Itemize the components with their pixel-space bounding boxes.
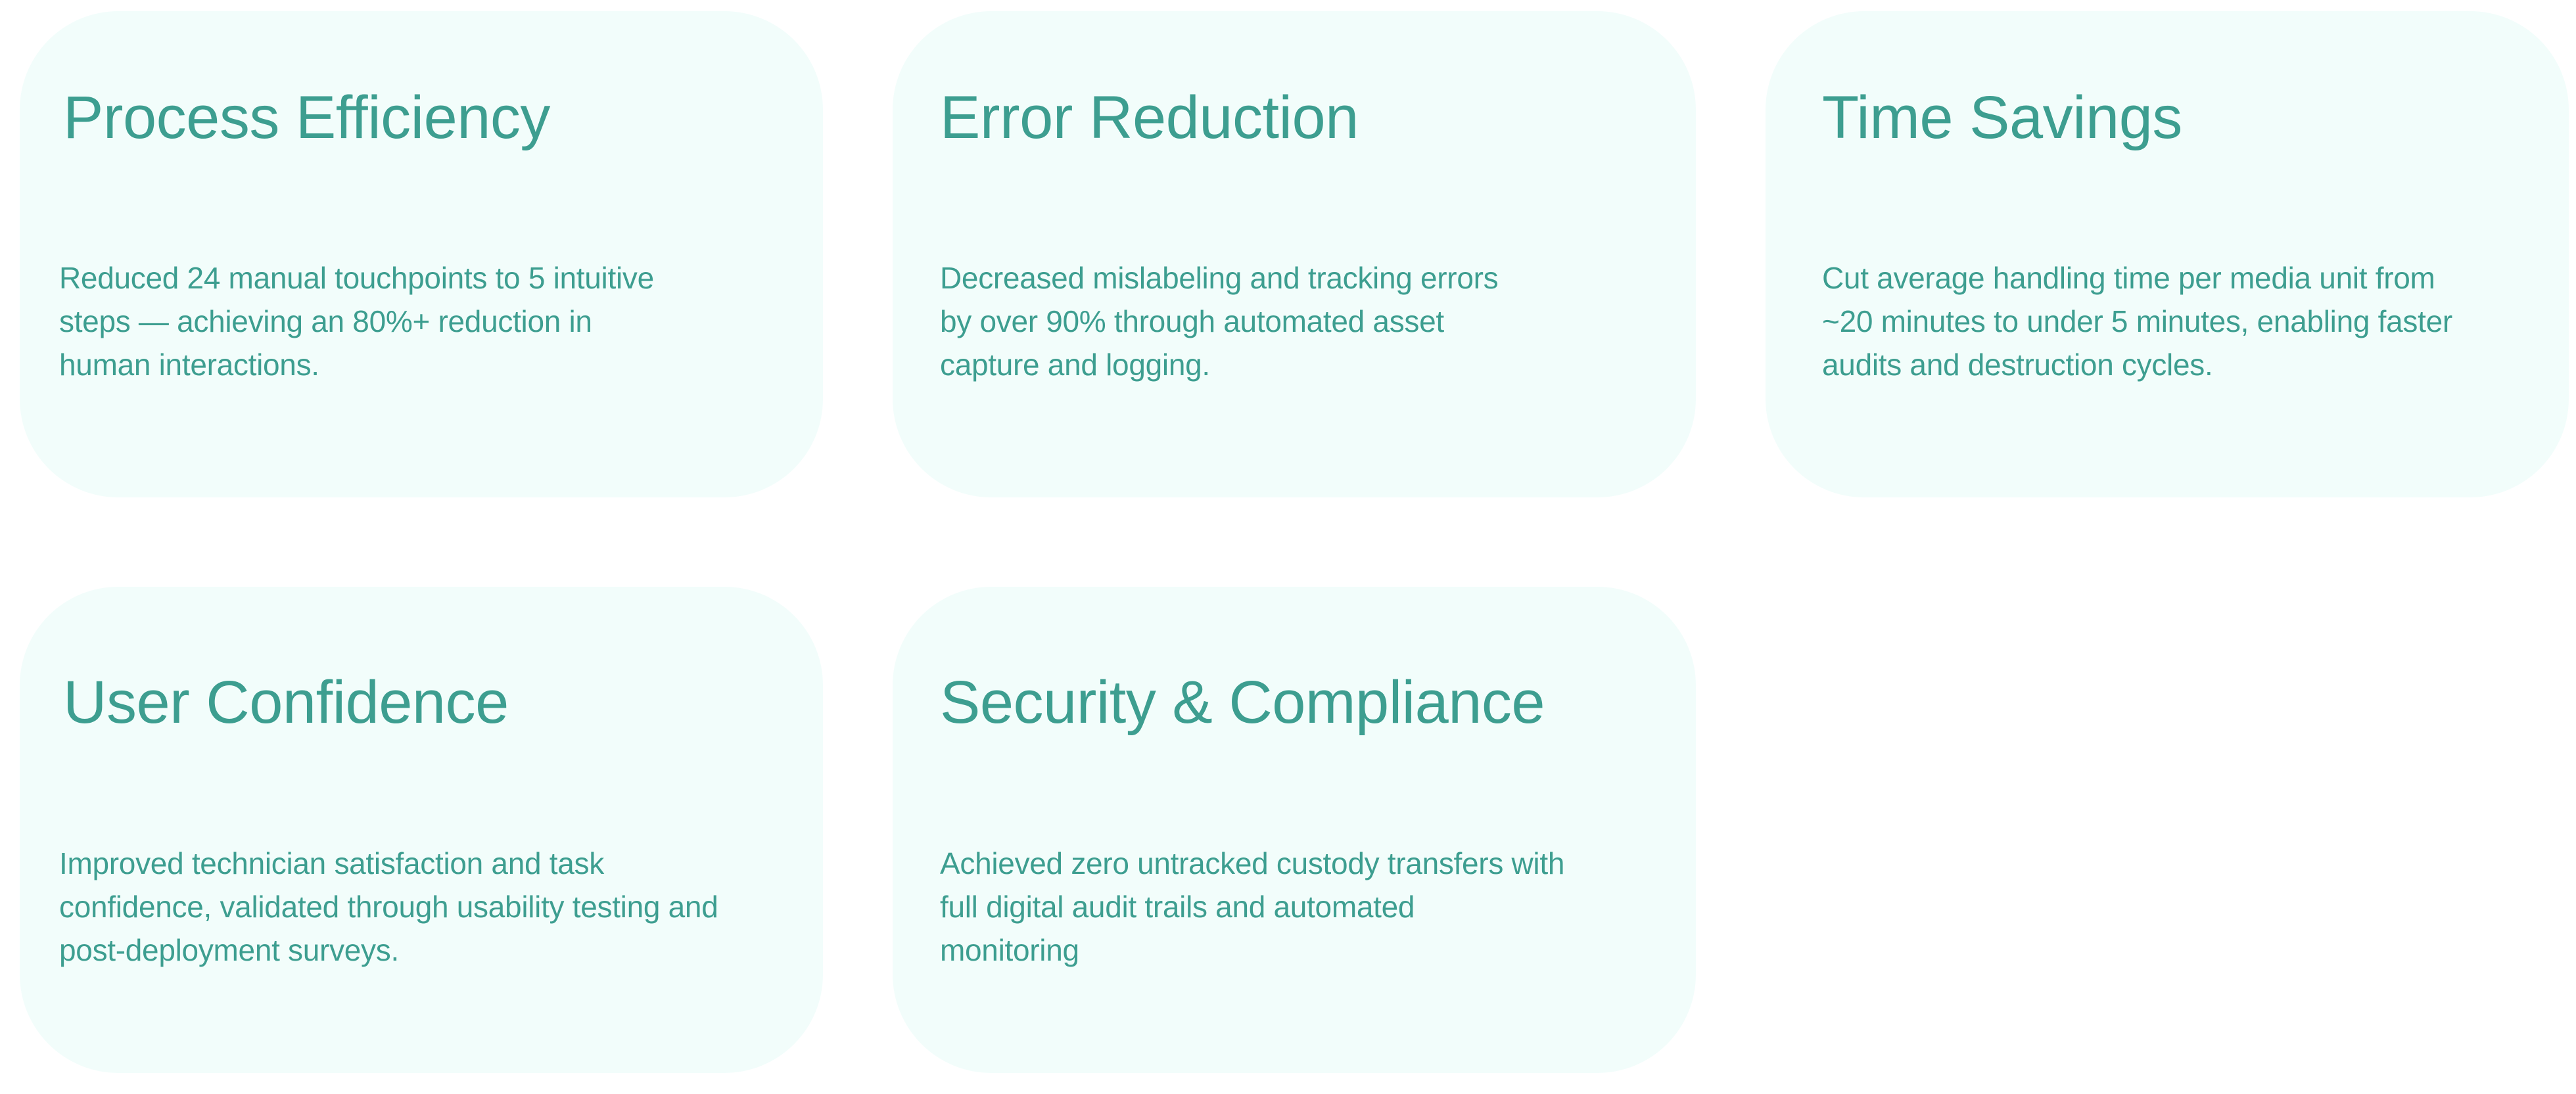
metric-card-process-efficiency: Process Efficiency Reduced 24 manual tou… <box>20 11 823 497</box>
card-description: Decreased mislabeling and tracking error… <box>940 256 1670 386</box>
card-description-line: Cut average handling time per media unit… <box>1822 261 2435 295</box>
card-description: Improved technician satisfaction and tas… <box>59 842 789 972</box>
card-title: Time Savings <box>1822 84 2182 151</box>
card-description-line: Improved technician satisfaction and tas… <box>59 846 604 880</box>
card-description-line: Decreased mislabeling and tracking error… <box>940 261 1499 295</box>
card-description-line: confidence, validated through usability … <box>59 890 718 924</box>
card-title: Security & Compliance <box>940 669 1545 736</box>
card-description-line: Reduced 24 manual touchpoints to 5 intui… <box>59 261 654 295</box>
card-title: User Confidence <box>63 669 509 736</box>
metric-card-error-reduction: Error Reduction Decreased mislabeling an… <box>893 11 1696 497</box>
card-description: Cut average handling time per media unit… <box>1822 256 2552 386</box>
card-description-line: by over 90% through automated asset <box>940 304 1444 338</box>
card-description-line: capture and logging. <box>940 348 1210 382</box>
metric-card-security-compliance: Security & Compliance Achieved zero untr… <box>893 587 1696 1073</box>
card-description-line: full digital audit trails and automated <box>940 890 1415 924</box>
card-title: Error Reduction <box>940 84 1359 151</box>
card-description: Achieved zero untracked custody transfer… <box>940 842 1670 972</box>
card-description-line: post-deployment surveys. <box>59 933 399 967</box>
card-description-line: human interactions. <box>59 348 319 382</box>
card-description-line: Achieved zero untracked custody transfer… <box>940 846 1565 880</box>
metric-card-time-savings: Time Savings Cut average handling time p… <box>1766 11 2569 497</box>
card-title: Process Efficiency <box>63 84 550 151</box>
card-description: Reduced 24 manual touchpoints to 5 intui… <box>59 256 789 386</box>
card-description-line: steps — achieving an 80%+ reduction in <box>59 304 592 338</box>
metric-card-user-confidence: User Confidence Improved technician sati… <box>20 587 823 1073</box>
card-description-line: ~20 minutes to under 5 minutes, enabling… <box>1822 304 2452 338</box>
card-description-line: monitoring <box>940 933 1079 967</box>
card-description-line: audits and destruction cycles. <box>1822 348 2213 382</box>
